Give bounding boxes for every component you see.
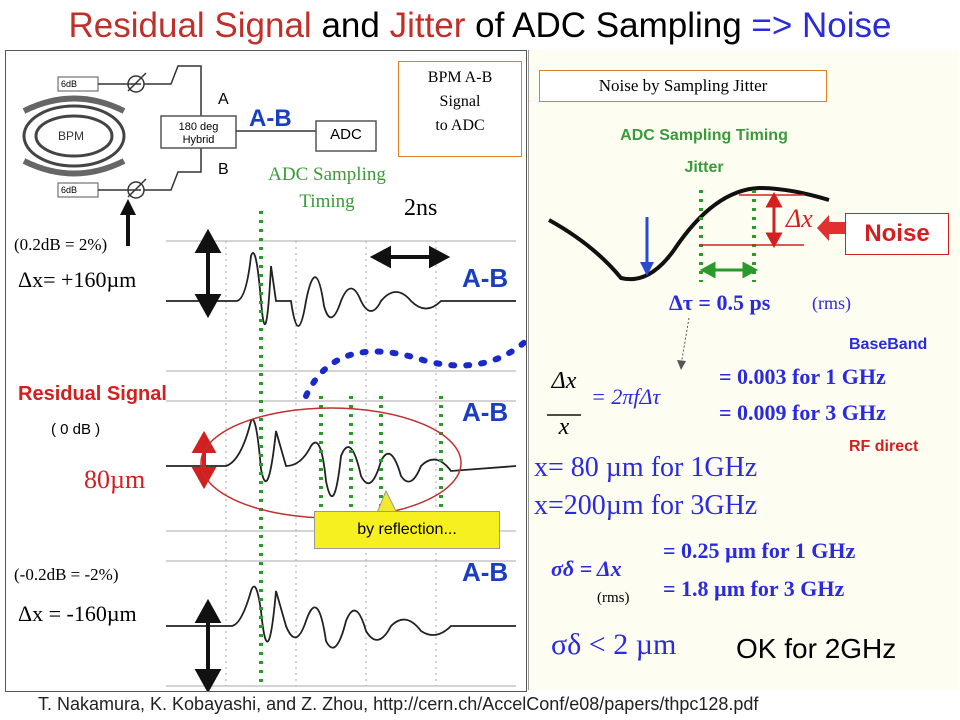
dtau-rms-label: (rms) (812, 293, 851, 313)
slide-title: Residual Signal and Jitter of ADC Sampli… (68, 6, 892, 45)
noise-box: Noise (845, 213, 949, 255)
trace-bot-wave (166, 585, 516, 649)
adc-label: ADC (330, 126, 362, 143)
jitter-equation: = 2πfΔτ (591, 384, 661, 409)
dx-label: Δx (786, 204, 813, 233)
bpm-signal-box: BPM A-B Signal to ADC (398, 61, 522, 157)
result-3ghz: = 0.009 for 3 GHz (719, 400, 886, 425)
jitter-sine (548, 185, 830, 282)
right-panel: Noise by Sampling Jitter ADC Sampling Ti… (528, 50, 959, 690)
bot-dx-label: Δx = -160µm (18, 601, 137, 626)
rf-direct-label: RF direct (849, 438, 919, 455)
x-3ghz: x=200µm for 3GHz (534, 490, 758, 521)
port-b-label: B (218, 161, 229, 178)
att-bottom-label: 6dB (61, 185, 78, 195)
blue-connector (303, 338, 526, 399)
left-graphics (22, 65, 526, 691)
citation-footer: T. Nakamura, K. Kobayashi, and Z. Zhou, … (38, 694, 759, 714)
trace-top-wave (166, 252, 516, 327)
top-dx-label: Δx= +160µm (18, 267, 137, 292)
ab-block-label: A-B (249, 105, 292, 132)
sigma-equation: σδ = Δx (551, 556, 622, 581)
result-1ghz: = 0.003 for 1 GHz (719, 364, 886, 389)
sigma-final: σδ < 2 µm (551, 628, 677, 661)
two-ns-label: 2ns (404, 195, 438, 221)
mid-um-label: 80µm (84, 465, 146, 494)
baseband-label: BaseBand (849, 336, 928, 353)
sigma-3ghz: = 1.8 µm for 3 GHz (663, 576, 845, 601)
x-1ghz: x= 80 µm for 1GHz (534, 452, 758, 483)
top-ab-label: A-B (462, 263, 509, 293)
trace-mid-wave (166, 418, 517, 497)
frac-numerator: Δx (551, 368, 577, 394)
bpm-label: BPM (58, 129, 85, 143)
noise-arrow (817, 215, 845, 241)
bot-db-label: (-0.2dB = -2%) (14, 565, 119, 584)
port-a-label: A (218, 91, 229, 108)
sigma-1ghz: = 0.25 µm for 1 GHz (663, 538, 856, 563)
bpm-diagram (22, 95, 126, 177)
mid-ab-label: A-B (462, 397, 509, 427)
jitter-label: ADC Sampling Timing Jitter (620, 127, 788, 176)
mid-db-label: ( 0 dB ) (51, 421, 101, 438)
right-graphics (547, 185, 845, 416)
reflection-box: by reflection... (314, 511, 500, 549)
adc-timing-label: ADC Sampling Timing (268, 164, 386, 212)
frac-denominator: x (558, 414, 570, 440)
ok-2ghz-label: OK for 2GHz (736, 633, 897, 664)
sigma-rms-label: (rms) (597, 590, 630, 606)
bot-ab-label: A-B (462, 557, 509, 587)
noise-jitter-box: Noise by Sampling Jitter (539, 70, 827, 102)
dtau-label: Δτ = 0.5 ps (669, 290, 771, 315)
att-top-label: 6dB (61, 79, 78, 89)
residual-signal-label: Residual Signal (18, 383, 167, 405)
top-db-label: (0.2dB = 2%) (14, 235, 108, 254)
